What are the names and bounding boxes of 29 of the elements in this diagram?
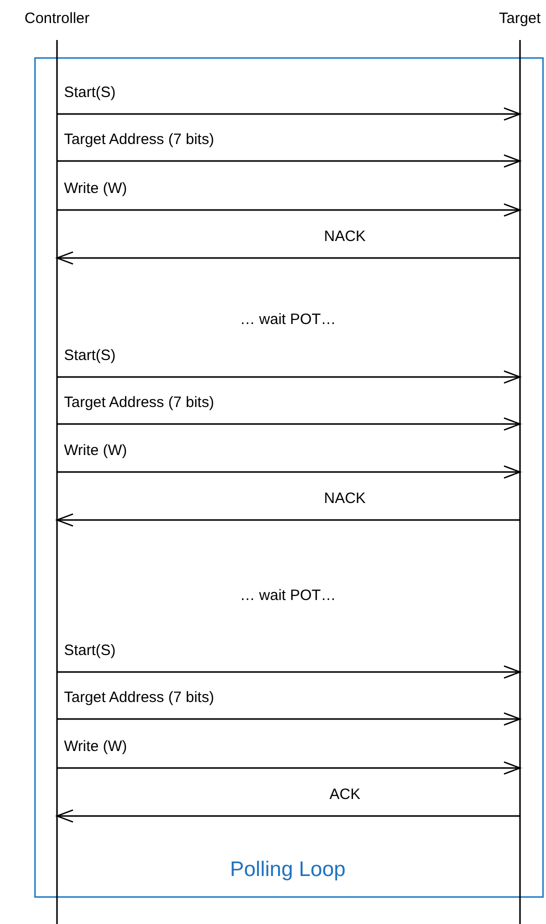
- message-arrow: [57, 761, 521, 775]
- edge-label: Target Address (7 bits): [64, 394, 214, 412]
- edge-label: NACK: [324, 490, 366, 508]
- message-arrow: [57, 665, 521, 679]
- note-text: … wait POT…: [240, 587, 336, 605]
- message-arrow: [57, 417, 521, 431]
- lifeline-label: Target: [499, 10, 541, 28]
- lifeline-label: Controller: [24, 10, 90, 28]
- message-arrow: [57, 712, 521, 726]
- edge-label: Write (W): [64, 442, 128, 460]
- message-arrow: [56, 513, 520, 527]
- edge-label: Start(S): [64, 642, 116, 660]
- edge-label: Start(S): [64, 347, 116, 365]
- edge-label: Start(S): [64, 84, 116, 102]
- note-text: … wait POT…: [240, 311, 336, 329]
- message-arrow: [57, 203, 521, 217]
- edge-label: ACK: [330, 786, 360, 804]
- loop-label: Polling Loop: [230, 858, 346, 882]
- message-arrow: [57, 154, 521, 168]
- message-arrow: [56, 251, 520, 265]
- message-arrow: [56, 809, 520, 823]
- edge-label: Write (W): [64, 180, 128, 198]
- message-arrow: [57, 370, 521, 384]
- message-arrow: [57, 107, 521, 121]
- edge-label: NACK: [324, 228, 366, 246]
- message-arrow: [57, 465, 521, 479]
- edge-label: Target Address (7 bits): [64, 689, 214, 707]
- edge-label: Write (W): [64, 738, 128, 756]
- edge-label: Target Address (7 bits): [64, 131, 214, 149]
